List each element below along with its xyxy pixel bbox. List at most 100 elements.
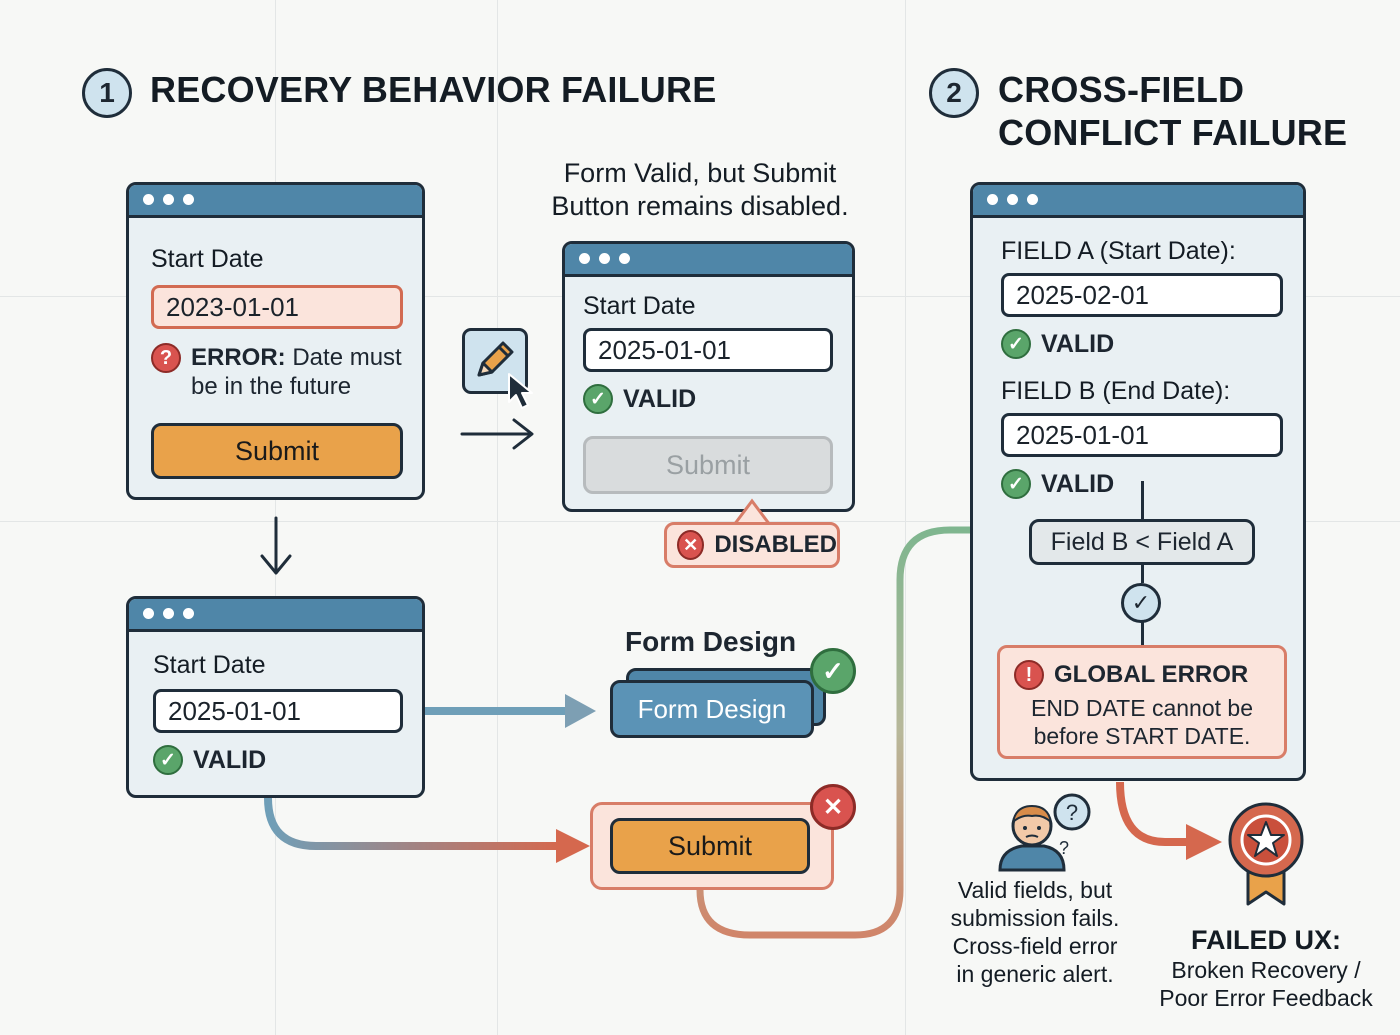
error-text-line1: Date must — [292, 344, 402, 371]
section-title-2-line2: CONFLICT FAILURE — [998, 112, 1348, 153]
global-error-header: ! GLOBAL ERROR — [1014, 660, 1248, 690]
cross-field-form-window: FIELD A (Start Date): 2025-02-01 ✓ VALID… — [970, 182, 1306, 781]
flow-arrow-down — [260, 516, 292, 575]
cursor-icon — [508, 373, 533, 409]
valid-status: ✓ VALID — [583, 384, 696, 414]
form-design-card: Form Design — [610, 680, 814, 738]
start-date-input[interactable]: 2025-01-01 — [153, 689, 403, 733]
caption-line1: Form Valid, but Submit — [563, 158, 837, 188]
connector-line — [1141, 481, 1144, 521]
window-title-bar — [565, 244, 852, 277]
check-icon: ✓ — [153, 745, 183, 775]
corrected-form-window: Start Date 2025-01-01 ✓ VALID — [126, 596, 425, 798]
field-b-status: ✓ VALID — [1001, 469, 1114, 499]
arrow-to-failed-ux — [1116, 781, 1190, 846]
error-question-icon: ? — [151, 343, 181, 373]
global-error-line2: before START DATE. — [1033, 723, 1251, 749]
check-icon: ✓ — [810, 648, 856, 694]
window-title-bar — [129, 185, 422, 218]
failed-ux-caption: FAILED UX: Broken Recovery / Poor Error … — [1140, 924, 1392, 1012]
user-note: Valid fields, but submission fails. Cros… — [925, 876, 1145, 988]
failure-medal-icon — [1228, 802, 1304, 906]
window-dot — [163, 608, 174, 619]
error-prefix: ERROR: — [191, 344, 286, 371]
check-icon: ✓ — [1121, 583, 1161, 623]
user-note-line1: Valid fields, but — [957, 877, 1113, 903]
grid-line — [497, 0, 498, 1035]
window-dot — [1027, 194, 1038, 205]
window-dot — [987, 194, 998, 205]
valid-status: ✓ VALID — [153, 745, 266, 775]
disabled-badge-text: DISABLED — [714, 531, 837, 558]
error-message: ERROR: Date must be in the future — [191, 343, 402, 401]
valid-status-text: VALID — [623, 384, 697, 413]
window-dot — [599, 253, 610, 264]
disabled-badge: ✕ DISABLED — [664, 522, 840, 568]
error-form-window: Start Date 2023-01-01 ? ERROR: Date must… — [126, 182, 425, 500]
window-dot — [1007, 194, 1018, 205]
arrow-to-submit-head — [556, 829, 590, 863]
failed-ux-title: FAILED UX: — [1190, 925, 1341, 955]
x-icon: ✕ — [810, 784, 856, 830]
global-error-box: ! GLOBAL ERROR END DATE cannot be before… — [997, 645, 1287, 759]
user-note-line4: in generic alert. — [956, 961, 1114, 987]
badge-pointer — [732, 498, 772, 526]
global-error-line1: END DATE cannot be — [1030, 695, 1253, 721]
window-dot — [619, 253, 630, 264]
window-dot — [183, 608, 194, 619]
caption-line2: Button remains disabled. — [551, 191, 849, 221]
start-date-input[interactable]: 2025-01-01 — [583, 328, 833, 372]
failed-ux-line1: Broken Recovery / — [1171, 957, 1361, 983]
error-text-line2: be in the future — [191, 373, 352, 400]
failed-submit-button[interactable]: Submit — [610, 818, 810, 874]
arrow-to-failed-ux-head — [1186, 824, 1222, 860]
start-date-label: Start Date — [153, 651, 266, 679]
comparison-box: Field B < Field A — [1029, 519, 1255, 565]
section-title-1: RECOVERY BEHAVIOR FAILURE — [150, 69, 717, 110]
window-dot — [183, 194, 194, 205]
connector-submit-to-cross-field — [696, 526, 972, 939]
start-date-input-error[interactable]: 2023-01-01 — [151, 285, 403, 329]
field-b-status-text: VALID — [1041, 469, 1115, 498]
arrow-to-form-design-head — [565, 694, 596, 728]
check-icon: ✓ — [1001, 469, 1031, 499]
check-icon: ✓ — [583, 384, 613, 414]
field-b-input[interactable]: 2025-01-01 — [1001, 413, 1283, 457]
flow-arrow-right — [460, 418, 534, 450]
field-a-status-text: VALID — [1041, 329, 1115, 358]
start-date-label: Start Date — [583, 292, 696, 320]
global-error-message: END DATE cannot be before START DATE. — [1000, 694, 1284, 750]
valid-status-text: VALID — [193, 745, 267, 774]
field-a-input[interactable]: 2025-02-01 — [1001, 273, 1283, 317]
check-icon: ✓ — [1001, 329, 1031, 359]
valid-form-window: Start Date 2025-01-01 ✓ VALID Submit — [562, 241, 855, 512]
start-date-label: Start Date — [151, 245, 264, 273]
user-note-line3: Cross-field error — [952, 933, 1118, 959]
window-dot — [143, 608, 154, 619]
section-title-2-line1: CROSS-FIELD — [998, 69, 1245, 110]
window-dot — [163, 194, 174, 205]
svg-text:?: ? — [1059, 838, 1069, 858]
exclamation-icon: ! — [1014, 660, 1044, 690]
grid-line — [905, 0, 906, 1035]
connector-line — [1141, 621, 1144, 647]
window-title-bar — [129, 599, 422, 632]
window-dot — [143, 194, 154, 205]
user-note-line2: submission fails. — [950, 905, 1120, 931]
grid-line — [0, 521, 1400, 522]
form-design-heading: Form Design — [625, 626, 797, 657]
x-icon: ✕ — [677, 530, 705, 560]
valid-form-caption: Form Valid, but Submit Button remains di… — [520, 157, 880, 223]
disabled-submit-button: Submit — [583, 436, 833, 494]
global-error-title: GLOBAL ERROR — [1054, 661, 1249, 688]
svg-text:?: ? — [1066, 800, 1078, 825]
window-title-bar — [973, 185, 1303, 218]
submit-button[interactable]: Submit — [151, 423, 403, 479]
field-b-label: FIELD B (End Date): — [1001, 377, 1231, 405]
window-dot — [579, 253, 590, 264]
confused-user-icon: ? ? — [998, 793, 1091, 872]
arrow-to-submit — [264, 797, 560, 850]
failed-ux-line2: Poor Error Feedback — [1159, 985, 1373, 1011]
field-a-label: FIELD A (Start Date): — [1001, 237, 1236, 265]
